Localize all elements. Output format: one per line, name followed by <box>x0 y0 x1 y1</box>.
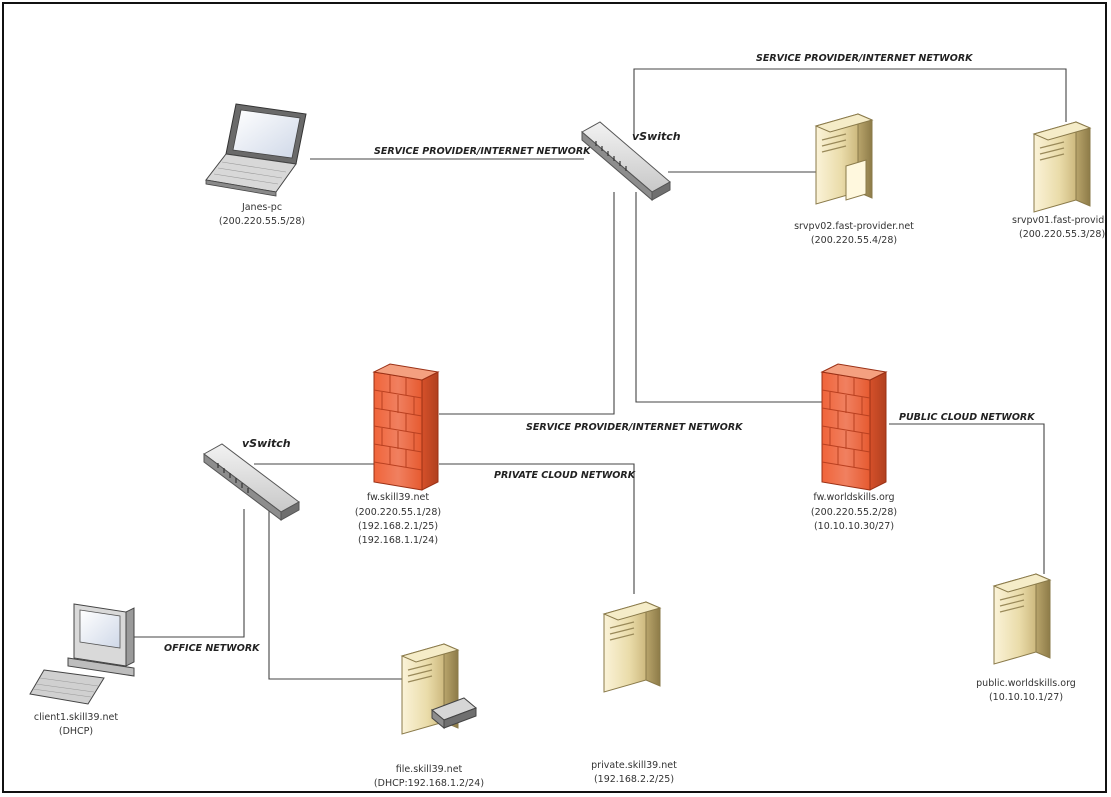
server-icon[interactable] <box>992 573 1052 665</box>
link-fw-worldskills-to-public <box>889 423 1045 574</box>
vswitch-top[interactable] <box>581 121 671 202</box>
link-vswitch-to-fw-worldskills <box>635 192 822 403</box>
fw-worldskills-name: fw.worldskills.org <box>813 492 894 503</box>
link-office-vswitch-to-client1 <box>132 509 245 638</box>
link-office-vswitch-to-file <box>268 509 402 680</box>
private-skill39-ip: (192.168.2.2/25) <box>594 774 674 785</box>
client1-ip: (DHCP) <box>59 726 93 737</box>
public-worldskills-name: public.worldskills.org <box>976 678 1076 689</box>
vswitch-office-label: vSwitch <box>242 437 291 450</box>
network-labels: SERVICE PROVIDER/INTERNET NETWORK SERVIC… <box>164 53 1035 654</box>
janes-pc-name: Janes-pc <box>241 202 282 213</box>
server-icon[interactable] <box>1032 121 1092 213</box>
net-label-service-provider-middle: SERVICE PROVIDER/INTERNET NETWORK <box>526 422 743 433</box>
firewall-icon[interactable] <box>820 363 888 491</box>
client1-name: client1.skill39.net <box>34 712 118 723</box>
net-label-service-provider-left: SERVICE PROVIDER/INTERNET NETWORK <box>374 146 591 157</box>
fw-skill39-ip-1: (200.220.55.1/28) <box>355 507 441 518</box>
link-vswitch-to-fw-skill39 <box>439 192 615 415</box>
desktop-icon[interactable] <box>29 603 135 705</box>
fw-skill39-name: fw.skill39.net <box>367 492 429 503</box>
srvpv02-name: srvpv02.fast-provider.net <box>794 221 914 232</box>
net-label-public-cloud: PUBLIC CLOUD NETWORK <box>899 412 1035 423</box>
net-label-service-provider-top: SERVICE PROVIDER/INTERNET NETWORK <box>756 53 973 64</box>
link-vswitch-to-srvpv01 <box>633 68 1067 134</box>
firewall-icon[interactable] <box>372 363 440 491</box>
fw-skill39-ip-2: (192.168.2.1/25) <box>358 521 438 532</box>
server-icon[interactable] <box>602 601 662 693</box>
janes-pc-ip: (200.220.55.5/28) <box>219 216 305 227</box>
srvpv01-name: srvpv01.fast-provider.net <box>1012 215 1107 226</box>
public-worldskills-ip: (10.10.10.1/27) <box>989 692 1063 703</box>
srvpv02-ip: (200.220.55.4/28) <box>811 235 897 246</box>
server-icon[interactable] <box>814 113 874 205</box>
vswitch-office[interactable] <box>203 443 300 522</box>
links <box>132 68 1067 680</box>
file-skill39-name: file.skill39.net <box>396 764 463 775</box>
server-icon[interactable] <box>400 643 477 735</box>
fw-worldskills-ip-1: (200.220.55.2/28) <box>811 507 897 518</box>
link-fw-skill39-to-private <box>439 463 635 594</box>
fw-worldskills-ip-2: (10.10.10.30/27) <box>814 521 894 532</box>
net-label-office: OFFICE NETWORK <box>164 643 260 654</box>
private-skill39-name: private.skill39.net <box>591 760 677 771</box>
vswitch-top-label: vSwitch <box>632 130 681 143</box>
laptop-icon[interactable] <box>205 103 307 197</box>
file-skill39-ip: (DHCP:192.168.1.2/24) <box>374 778 484 789</box>
net-label-private-cloud: PRIVATE CLOUD NETWORK <box>494 470 636 481</box>
network-diagram: SERVICE PROVIDER/INTERNET NETWORK SERVIC… <box>29 53 1107 789</box>
fw-skill39-ip-3: (192.168.1.1/24) <box>358 535 438 546</box>
srvpv01-ip: (200.220.55.3/28) <box>1019 229 1105 240</box>
